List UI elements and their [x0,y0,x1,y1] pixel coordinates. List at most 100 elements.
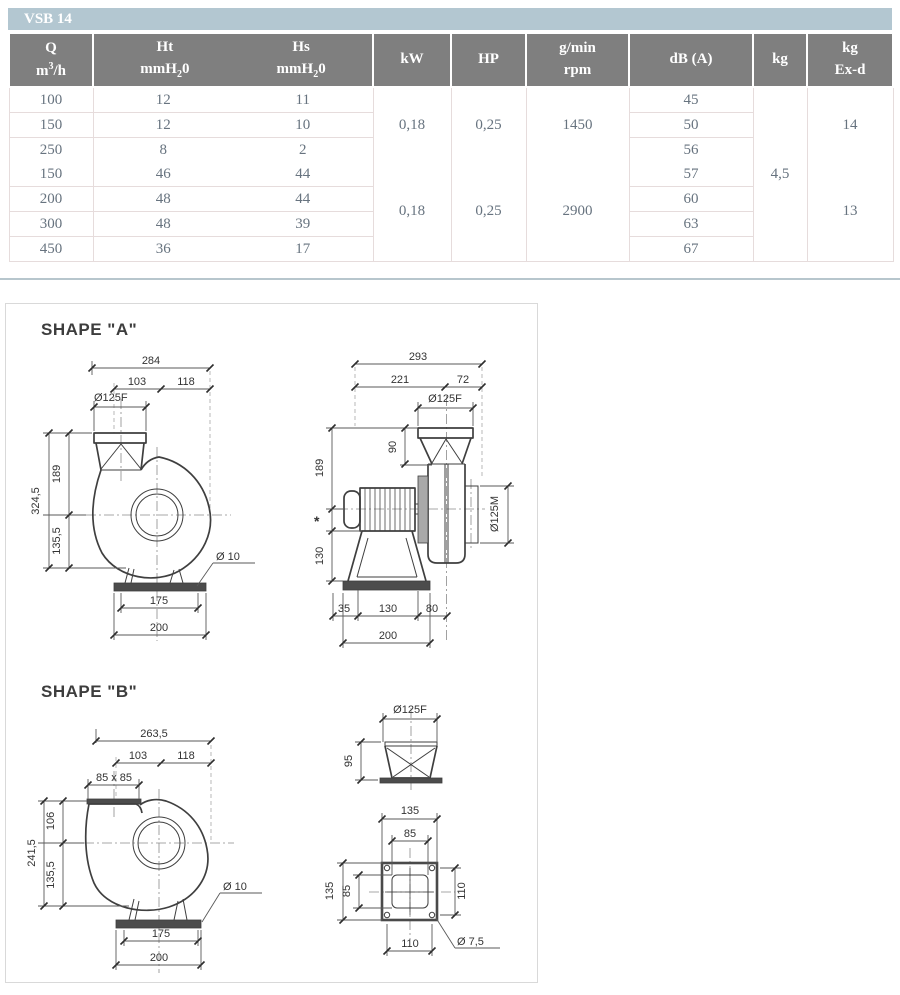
col-header-ht: Ht mmH20 [140,39,190,81]
dim-b-flange-hole-spacing-v: 110 [456,882,468,900]
table-title: VSB 14 [8,8,892,30]
shape-b-front-drawing: 263,5 103 118 85 x 85 241,5 106 135,5 Ø … [26,728,262,973]
dim-a-side-foot-span: 130 [379,603,397,615]
dim-b-front-total-height: 241,5 [26,839,38,867]
shape-b-outlet-flange-drawing: Ø125F 95 135 [324,704,500,956]
dim-a-front-inlet-dia: Ø125F [94,392,128,404]
header-row: Q m3/h Ht mmH20 Hs mmH20 kW HP g/min [8,32,894,88]
dim-b-flange-outer-width: 135 [401,805,419,817]
col-header-kw: kW [372,32,452,88]
dim-a-front-base-outer-width: 200 [150,622,168,634]
dim-a-front-total-height: 324,5 [30,487,42,515]
table-row: 450 36 17 67 [8,236,893,262]
shape-a-title: SHAPE "A" [41,320,138,339]
cell-db: 45 [628,87,754,113]
dim-a-front-left-width: 103 [128,376,146,388]
dim-a-front-total-width: 284 [142,355,160,367]
table-row: 150 46 44 0,18 0,25 2900 57 13 [8,162,894,262]
shape-b-title: SHAPE "B" [41,682,138,701]
dim-a-side-flange-depth: 72 [457,374,469,386]
dim-a-side-note-star: * [314,513,320,529]
cell-kg: 4,5 [752,87,808,262]
flange-dimensions: 135 85 135 85 110 110 Ø 7,5 [324,805,500,956]
cell-q: 200 [8,186,94,212]
table-row: 150 12 10 50 [8,112,893,138]
cell-kw-group2: 0,18 [372,162,452,262]
spec-table-section: VSB 14 Q m3/h Ht mmH20 Hs mmH2 [8,8,894,262]
outlet-dimensions: Ø125F 95 [343,704,442,785]
dim-b-flange-inner-height: 85 [341,885,353,897]
col-header-hs: Hs mmH20 [276,39,326,81]
cell-ht: 12 [92,87,233,113]
spec-table: Q m3/h Ht mmH20 Hs mmH20 kW HP g/min [8,32,894,262]
dim-b-front-total-width: 263,5 [140,728,168,740]
cell-hp-group1: 0,25 [450,87,527,162]
dim-b-flange-outer-height: 135 [324,882,336,900]
dim-a-side-inlet-dia: Ø125F [428,393,462,405]
cell-hs: 17 [233,236,374,262]
table-row: 100 12 11 0,18 0,25 1450 45 4,5 14 [8,87,894,262]
dim-a-front-upper-height: 189 [51,465,63,483]
shape-a-front-drawing: 284 103 118 Ø125F 324,5 189 135,5 Ø 10 1… [30,355,255,641]
dim-b-front-base-width: 175 [152,928,170,940]
cell-db: 67 [628,236,754,262]
dim-b-flange-inner-width: 85 [404,828,416,840]
cell-hp-group2: 0,25 [450,162,527,262]
cell-q: 100 [8,87,94,113]
dim-a-side-upper-height: 189 [314,459,326,477]
cell-db: 56 [628,137,754,162]
dim-a-side-body-depth: 221 [391,374,409,386]
cell-db: 57 [628,162,754,187]
dim-b-front-left-width: 103 [129,750,147,762]
cell-hs: 11 [233,87,374,113]
cell-db: 50 [628,112,754,138]
dim-a-front-hole-dia: Ø 10 [216,551,240,563]
dimensions: 263,5 103 118 85 x 85 241,5 106 135,5 Ø … [26,728,262,970]
outlet-piece-outline [379,741,443,784]
cell-ht: 36 [92,236,233,262]
flange-outline [380,861,439,922]
dim-a-side-total-depth: 293 [409,351,427,363]
table-row: 300 48 39 63 [8,211,893,237]
col-header-kg: kg [752,32,808,88]
cell-q: 150 [8,112,94,138]
drawings-panel: SHAPE "A" SHAPE "B" [5,303,538,983]
cell-q: 300 [8,211,94,237]
dim-b-front-hole-dia: Ø 10 [223,881,247,893]
cell-hs: 39 [233,211,374,237]
dim-b-front-right-width: 118 [177,750,195,762]
cell-ht: 46 [92,162,233,187]
cell-exd-group2: 13 [806,162,894,262]
dim-b-front-lower-height: 135,5 [45,861,57,889]
col-header-exd: kg Ex-d [806,32,894,88]
section-separator [0,278,900,280]
dim-a-side-outlet-dia: Ø125M [489,496,501,532]
dimensions: 284 103 118 Ø125F 324,5 189 135,5 Ø 10 1… [30,355,255,640]
dim-a-front-lower-height: 135,5 [51,527,63,555]
dim-b-flange-hole-spacing-h: 110 [401,938,419,950]
fan-side-outline [342,427,479,591]
table-row: 250 8 2 56 [8,137,893,162]
cell-ht: 8 [92,137,233,162]
dim-a-side-foot-offset: 35 [338,603,350,615]
cell-ht: 12 [92,112,233,138]
col-header-ht-hs: Ht mmH20 Hs mmH20 [92,32,374,88]
fan-front-outline [84,798,209,929]
centerlines [86,371,231,641]
cell-db: 63 [628,211,754,237]
cell-rpm-group1: 1450 [525,87,630,162]
cell-kw-group1: 0,18 [372,87,452,162]
cell-exd-group1: 14 [806,87,894,162]
dim-a-side-overhang: 80 [426,603,438,615]
dim-b-flange-hole-dia: Ø 7,5 [457,936,484,948]
col-header-db: dB (A) [628,32,754,88]
dim-a-front-right-width: 118 [177,376,195,388]
dim-a-side-outlet-drop: 90 [387,441,399,453]
col-header-rpm: g/min rpm [525,32,630,88]
dim-b-front-outlet-size: 85 x 85 [96,772,132,784]
cell-q: 250 [8,137,94,162]
cell-rpm-group2: 2900 [525,162,630,262]
cell-hs: 2 [233,137,374,162]
dim-a-side-pedestal-height: 130 [314,547,326,565]
dim-b-front-base-outer-width: 200 [150,952,168,964]
